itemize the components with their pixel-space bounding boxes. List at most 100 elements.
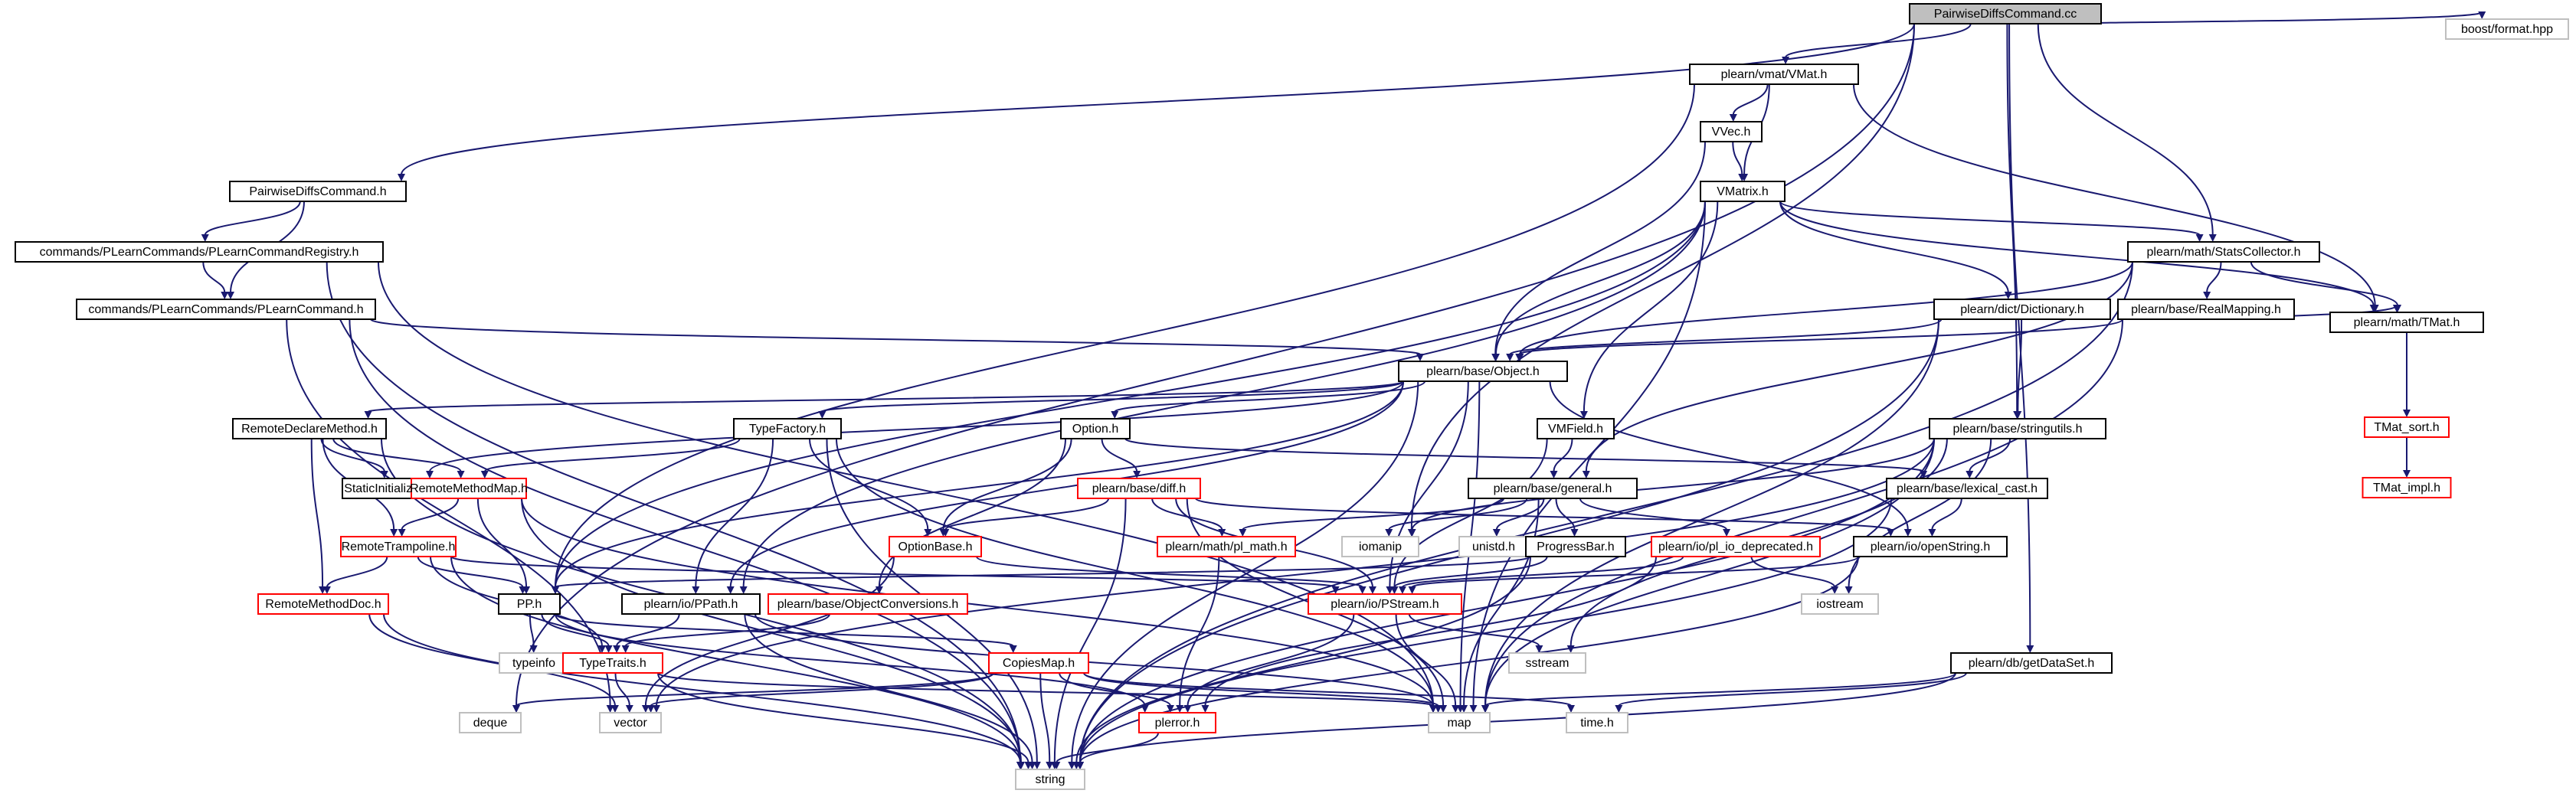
node-label: plearn/io/PPath.h: [644, 598, 738, 611]
node-boostformat: boost/format.hpp: [2445, 18, 2569, 40]
dependency-edge: [541, 613, 610, 647]
edge-arrowhead: [364, 411, 372, 419]
edge-arrowhead: [512, 705, 520, 713]
node-objconv[interactable]: plearn/base/ObjectConversions.h: [768, 593, 968, 615]
node-label: vector: [614, 717, 647, 730]
node-box: [562, 652, 663, 674]
node-remotemethoddoc[interactable]: RemoteMethodDoc.h: [257, 593, 389, 615]
node-plmath[interactable]: plearn/math/pl_math.h: [1157, 536, 1296, 557]
node-box: [76, 299, 376, 320]
node-registry[interactable]: commands/PLearnCommands/PLearnCommandReg…: [15, 241, 384, 263]
node-typetraits[interactable]: TypeTraits.h: [562, 652, 663, 674]
node-vmatrix[interactable]: VMatrix.h: [1700, 181, 1786, 202]
node-label: RemoteMethodMap.h: [410, 482, 528, 495]
node-root[interactable]: PairwiseDiffsCommand.cc: [1909, 3, 2102, 24]
edge-arrowhead: [1398, 586, 1406, 594]
dependency-edge: [650, 672, 994, 707]
node-progressbar[interactable]: ProgressBar.h: [1525, 536, 1626, 557]
dependency-edge: [326, 556, 388, 588]
edge-arrowhead: [1723, 529, 1731, 537]
dependency-edge: [555, 613, 1146, 707]
node-box: [1537, 418, 1615, 439]
node-stringutils[interactable]: plearn/base/stringutils.h: [1929, 418, 2106, 439]
node-box: [2364, 416, 2450, 438]
edge-arrowhead: [1201, 705, 1209, 713]
dependency-edge: [367, 380, 1404, 413]
dependency-edge: [644, 556, 895, 707]
node-typefactory[interactable]: TypeFactory.h: [733, 418, 842, 439]
dependency-edge: [1750, 556, 1836, 588]
dependency-edge: [1555, 498, 1576, 531]
node-lexicalcast[interactable]: plearn/base/lexical_cast.h: [1886, 478, 2048, 499]
dependency-edge: [657, 672, 1434, 707]
node-copiesmap[interactable]: CopiesMap.h: [988, 652, 1089, 674]
dependency-edge: [1059, 672, 1171, 707]
node-box: [1428, 712, 1491, 733]
dependency-edge: [483, 438, 741, 472]
edges-layer: [201, 11, 2486, 769]
node-label: VMatrix.h: [1717, 185, 1769, 198]
dependency-edge: [624, 613, 831, 647]
node-option[interactable]: Option.h: [1060, 418, 1131, 439]
node-remotemethodmap[interactable]: RemoteMethodMap.h: [410, 478, 528, 499]
dependency-edge: [529, 613, 535, 647]
edge-arrowhead: [1331, 586, 1340, 594]
node-object[interactable]: plearn/base/Object.h: [1398, 361, 1568, 382]
dependency-edge: [2080, 11, 2483, 24]
node-openstring[interactable]: plearn/io/openString.h: [1853, 536, 2008, 557]
node-box: [340, 536, 457, 557]
node-optionbase[interactable]: OptionBase.h: [889, 536, 982, 557]
node-getdataset[interactable]: plearn/db/getDataSet.h: [1950, 652, 2113, 674]
node-vmat[interactable]: plearn/vmat/VMat.h: [1689, 64, 1859, 85]
node-tmatimpl[interactable]: TMat_impl.h: [2362, 477, 2452, 498]
edge-arrowhead: [1492, 529, 1501, 537]
node-string: string: [1015, 769, 1085, 790]
edge-arrowhead: [519, 586, 527, 594]
node-tmat[interactable]: plearn/math/TMat.h: [2329, 312, 2484, 333]
node-realmapping[interactable]: plearn/base/RealMapping.h: [2117, 299, 2295, 320]
node-box: [411, 478, 527, 499]
node-box: [1398, 361, 1568, 382]
dependency-edge: [1079, 498, 1892, 763]
node-general[interactable]: plearn/base/general.h: [1468, 478, 1638, 499]
node-label: iomanip: [1359, 540, 1402, 553]
node-dictionary[interactable]: plearn/dict/Dictionary.h: [1933, 299, 2111, 320]
edge-arrowhead: [1183, 705, 1192, 713]
edge-arrowhead: [1491, 354, 1500, 361]
node-box: [1077, 478, 1201, 499]
node-statscoll[interactable]: plearn/math/StatsCollector.h: [2127, 241, 2320, 263]
dependency-edge: [378, 261, 1434, 707]
node-vector: vector: [599, 712, 662, 733]
node-label: plearn/base/lexical_cast.h: [1897, 482, 2038, 495]
edge-arrowhead: [1009, 645, 1017, 653]
node-tmatsort[interactable]: TMat_sort.h: [2364, 416, 2450, 438]
node-ppath[interactable]: plearn/io/PPath.h: [621, 593, 761, 615]
node-vmfield[interactable]: VMField.h: [1537, 418, 1615, 439]
dependency-edge: [1495, 498, 1545, 531]
edge-arrowhead: [221, 292, 229, 299]
edge-arrowhead: [646, 705, 655, 713]
node-pph[interactable]: PP.h: [498, 593, 561, 615]
dependency-edge: [657, 672, 1029, 763]
node-box: [459, 712, 522, 733]
node-pliodep[interactable]: plearn/io/pl_io_deprecated.h: [1651, 536, 1821, 557]
edge-arrowhead: [2203, 292, 2211, 299]
node-label: TMat_impl.h: [2373, 482, 2440, 495]
node-plcmd[interactable]: commands/PLearnCommands/PLearnCommand.h: [76, 299, 376, 320]
edge-arrowhead: [390, 529, 398, 537]
node-remotedeclare[interactable]: RemoteDeclareMethod.h: [232, 418, 387, 439]
node-diff[interactable]: plearn/base/diff.h: [1077, 478, 1201, 499]
node-pstream[interactable]: plearn/io/PStream.h: [1308, 593, 1462, 615]
node-remotetramp[interactable]: RemoteTrampoline.h: [340, 536, 457, 557]
node-pdch[interactable]: PairwiseDiffsCommand.h: [229, 181, 407, 202]
node-vvec[interactable]: VVec.h: [1700, 121, 1763, 142]
edge-arrowhead: [322, 586, 331, 594]
node-label: commands/PLearnCommands/PLearnCommandReg…: [40, 246, 359, 259]
dependency-edge: [1114, 380, 1426, 413]
dependency-edge: [286, 318, 611, 707]
node-plerror[interactable]: plerror.h: [1138, 712, 1216, 733]
dependency-edge: [1083, 672, 1439, 707]
edge-arrowhead: [641, 705, 650, 713]
edge-arrowhead: [552, 586, 559, 594]
node-box: [621, 593, 761, 615]
